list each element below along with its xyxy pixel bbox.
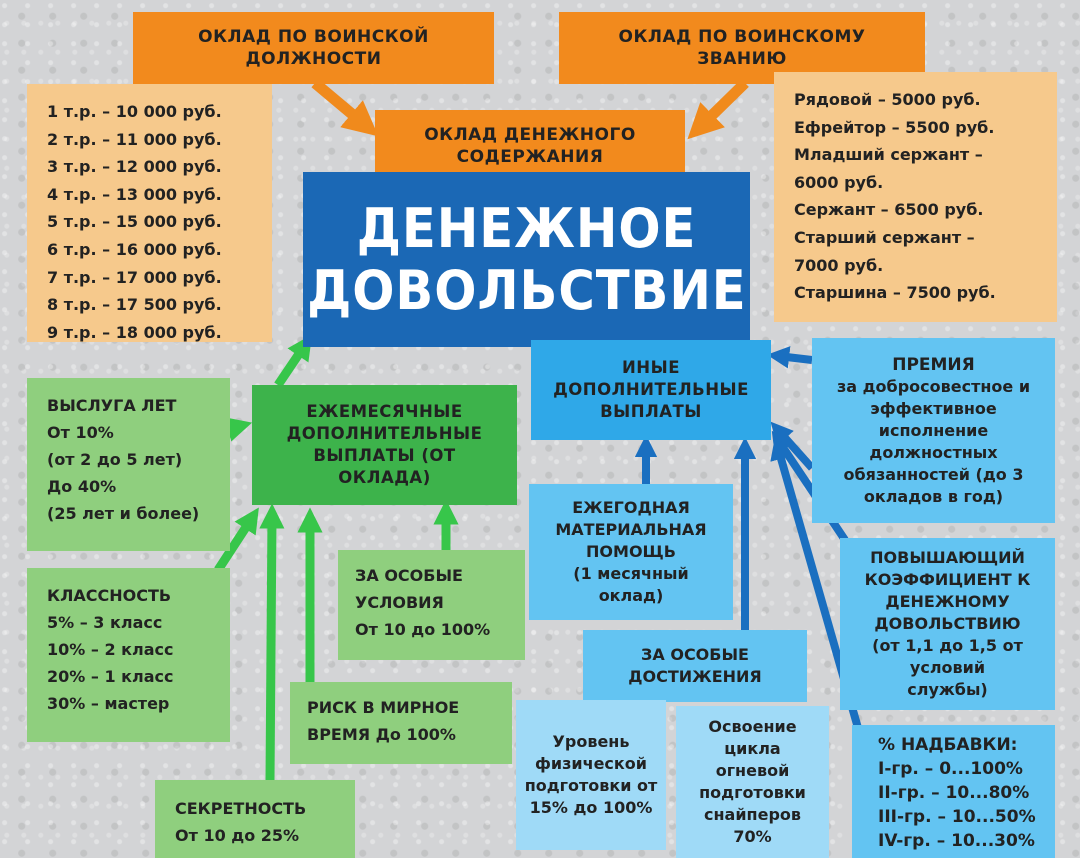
monthly-salary-text: ОКЛАД ДЕНЕЖНОГО СОДЕРЖАНИЯ (424, 125, 636, 167)
main-title-line-1: ДЕНЕЖНОЕ (356, 196, 697, 260)
position-salary-item: 8 т.р. – 17 500 руб. (47, 295, 222, 315)
position-salary-list: 1 т.р. – 10 000 руб. 2 т.р. – 11 000 руб… (27, 84, 272, 342)
achievements-title: ЗА ОСОБЫЕ ДОСТИЖЕНИЯ (628, 645, 762, 686)
arrow-monthly-to-main (274, 334, 313, 388)
monthly-payments-box: ЕЖЕМЕСЯЧНЫЕ ДОПОЛНИТЕЛЬНЫЕ ВЫПЛАТЫ (ОТ О… (252, 385, 517, 505)
rank-salary-item: 7000 руб. (794, 255, 884, 275)
peacetime-risk-box: РИСК В МИРНОЕ ВРЕМЯ До 100% (290, 682, 512, 764)
position-salary-item: 4 т.р. – 13 000 руб. (47, 184, 222, 204)
secrecy-box: СЕКРЕТНОСТЬ От 10 до 25% (155, 780, 355, 858)
other-payments-title: ИНЫЕ ДОПОЛНИТЕЛЬНЫЕ ВЫПЛАТЫ (553, 358, 749, 421)
rank-salary-item: Старший сержант – (794, 227, 975, 247)
annual-aid-box: ЕЖЕГОДНАЯ МАТЕРИАЛЬНАЯ ПОМОЩЬ (1 месячны… (529, 484, 733, 620)
allowance-line: I-гр. – 0...100% (878, 759, 1023, 779)
special-conditions-box: ЗА ОСОБЫЕ УСЛОВИЯ От 10 до 100% (338, 550, 525, 660)
rank-salary-item: Младший сержант – (794, 145, 983, 165)
monthly-payments-title: ЕЖЕМЕСЯЧНЫЕ ДОПОЛНИТЕЛЬНЫЕ ВЫПЛАТЫ (ОТ О… (286, 402, 483, 487)
rank-salary-item: Сержант – 6500 руб. (794, 200, 984, 220)
allowance-box: % НАДБАВКИ: I-гр. – 0...100% II-гр. – 10… (852, 725, 1055, 858)
arrow-allowance (770, 421, 815, 471)
physical-training-text: Уровень физической подготовки от 15% до … (524, 732, 658, 817)
main-title-line-2: ДОВОЛЬСТВИЕ (306, 258, 747, 322)
position-salary-header: ОКЛАД ПО ВОИНСКОЙ ДОЛЖНОСТИ (133, 12, 494, 84)
annual-aid-text: (1 месячный оклад) (573, 564, 689, 605)
class-rating-line: 20% – 1 класс (47, 667, 174, 686)
position-salary-item: 9 т.р. – 18 000 руб. (47, 322, 222, 342)
peacetime-risk-title: РИСК В МИРНОЕ (307, 698, 460, 717)
main-title-box: ДЕНЕЖНОЕ ДОВОЛЬСТВИЕ (303, 172, 750, 347)
seniority-line: От 10% (47, 423, 114, 442)
bonus-text: за добросовестное и эффективное исполнен… (836, 376, 1031, 506)
position-salary-item: 3 т.р. – 12 000 руб. (47, 157, 222, 177)
rank-salary-header-text: ОКЛАД ПО ВОИНСКОМУ ЗВАНИЮ (618, 27, 866, 69)
special-conditions-title: ЗА ОСОБЫЕ УСЛОВИЯ (355, 566, 463, 612)
position-salary-item: 5 т.р. – 15 000 руб. (47, 212, 222, 232)
seniority-title: ВЫСЛУГА ЛЕТ (47, 396, 177, 415)
position-salary-item: 6 т.р. – 16 000 руб. (47, 239, 222, 259)
rank-salary-item: Старшина – 7500 руб. (794, 283, 996, 303)
class-rating-line: 10% – 2 класс (47, 640, 174, 659)
seniority-line: (от 2 до 5 лет) (47, 450, 183, 469)
arrow-rank-to-salary (687, 79, 749, 140)
position-salary-item: 2 т.р. – 11 000 руб. (47, 129, 222, 149)
achievements-box: ЗА ОСОБЫЕ ДОСТИЖЕНИЯ (583, 630, 807, 702)
position-salary-item: 1 т.р. – 10 000 руб. (47, 102, 222, 121)
class-rating-line: 5% – 3 класс (47, 613, 163, 632)
seniority-line: До 40% (47, 477, 117, 496)
allowance-line: III-гр. – 10...50% (878, 807, 1036, 827)
arrow-bonus (766, 346, 813, 369)
seniority-box: ВЫСЛУГА ЛЕТ От 10% (от 2 до 5 лет) До 40… (27, 378, 230, 551)
rank-salary-list: Рядовой – 5000 руб. Ефрейтор – 5500 руб.… (774, 72, 1057, 322)
allowance-line: II-гр. – 10...80% (878, 783, 1030, 803)
other-payments-box: ИНЫЕ ДОПОЛНИТЕЛЬНЫЕ ВЫПЛАТЫ (531, 340, 771, 440)
allowance-line: IV-гр. – 10...30% (878, 831, 1035, 851)
position-salary-header-text: ОКЛАД ПО ВОИНСКОЙ ДОЛЖНОСТИ (198, 27, 429, 69)
physical-training-box: Уровень физической подготовки от 15% до … (516, 700, 666, 850)
sniper-training-text: Освоение цикла огневой подготовки снайпе… (699, 717, 806, 846)
rank-salary-item: Рядовой – 5000 руб. (794, 90, 981, 109)
allowance-title: % НАДБАВКИ: (878, 735, 1018, 755)
class-rating-title: КЛАССНОСТЬ (47, 586, 172, 605)
position-salary-item: 7 т.р. – 17 000 руб. (47, 267, 222, 287)
sniper-training-box: Освоение цикла огневой подготовки снайпе… (676, 706, 829, 858)
seniority-line: (25 лет и более) (47, 504, 200, 523)
coefficient-title: ПОВЫШАЮЩИЙ КОЭФФИЦИЕНТ К ДЕНЕЖНОМУ ДОВОЛ… (864, 548, 1031, 633)
rank-salary-item: Ефрейтор – 5500 руб. (794, 117, 995, 137)
monthly-salary-box: ОКЛАД ДЕНЕЖНОГО СОДЕРЖАНИЯ (375, 110, 685, 182)
coefficient-box: ПОВЫШАЮЩИЙ КОЭФФИЦИЕНТ К ДЕНЕЖНОМУ ДОВОЛ… (840, 538, 1055, 710)
class-rating-box: КЛАССНОСТЬ 5% – 3 класс 10% – 2 класс 20… (27, 568, 230, 742)
secrecy-value: От 10 до 25% (175, 826, 300, 845)
special-conditions-value: От 10 до 100% (355, 620, 491, 639)
coefficient-text: (от 1,1 до 1,5 от условий службы) (872, 636, 1023, 699)
class-rating-line: 30% – мастер (47, 694, 170, 713)
arrow-secrecy (259, 503, 285, 781)
peacetime-risk-value: ВРЕМЯ До 100% (307, 725, 456, 744)
secrecy-title: СЕКРЕТНОСТЬ (175, 799, 307, 818)
bonus-title: ПРЕМИЯ (892, 354, 975, 375)
annual-aid-title: ЕЖЕГОДНАЯ МАТЕРИАЛЬНАЯ ПОМОЩЬ (555, 498, 707, 561)
bonus-box: ПРЕМИЯ за добросовестное и эффективное и… (812, 338, 1055, 523)
rank-salary-item: 6000 руб. (794, 172, 884, 192)
arrow-position-to-salary (311, 78, 379, 137)
